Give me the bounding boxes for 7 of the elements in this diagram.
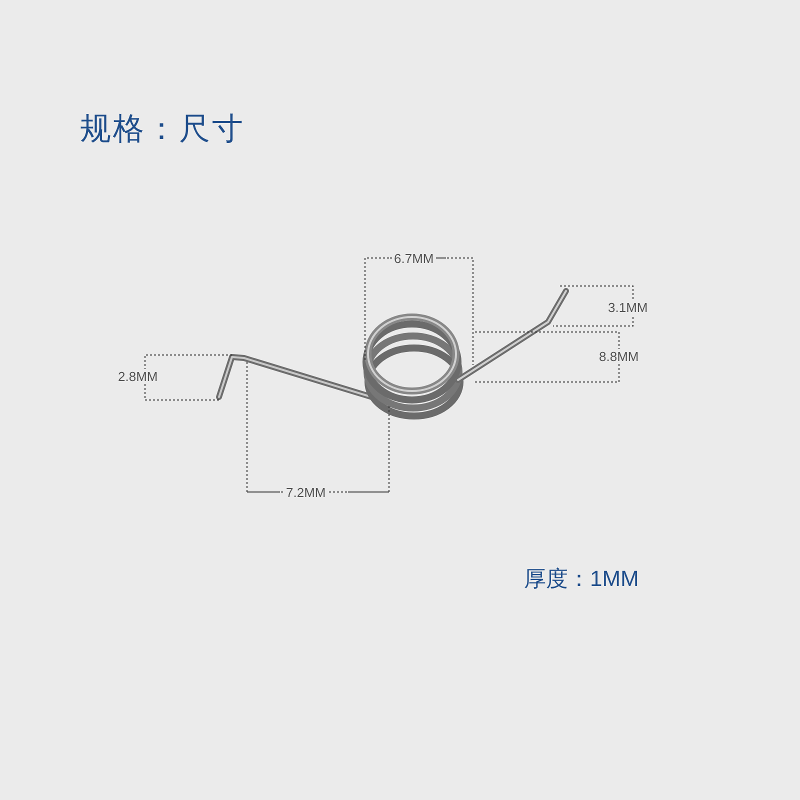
dimension-label: 3.1MM (606, 300, 650, 315)
dimension-label: 6.7MM (392, 251, 436, 266)
dimension-label: 2.8MM (116, 369, 160, 384)
heading: 规格：尺寸 (80, 110, 245, 148)
dimension-label: 8.8MM (597, 349, 641, 364)
dimension-label: 7.2MM (284, 485, 328, 500)
thickness-note: 厚度：1MM (524, 565, 639, 593)
